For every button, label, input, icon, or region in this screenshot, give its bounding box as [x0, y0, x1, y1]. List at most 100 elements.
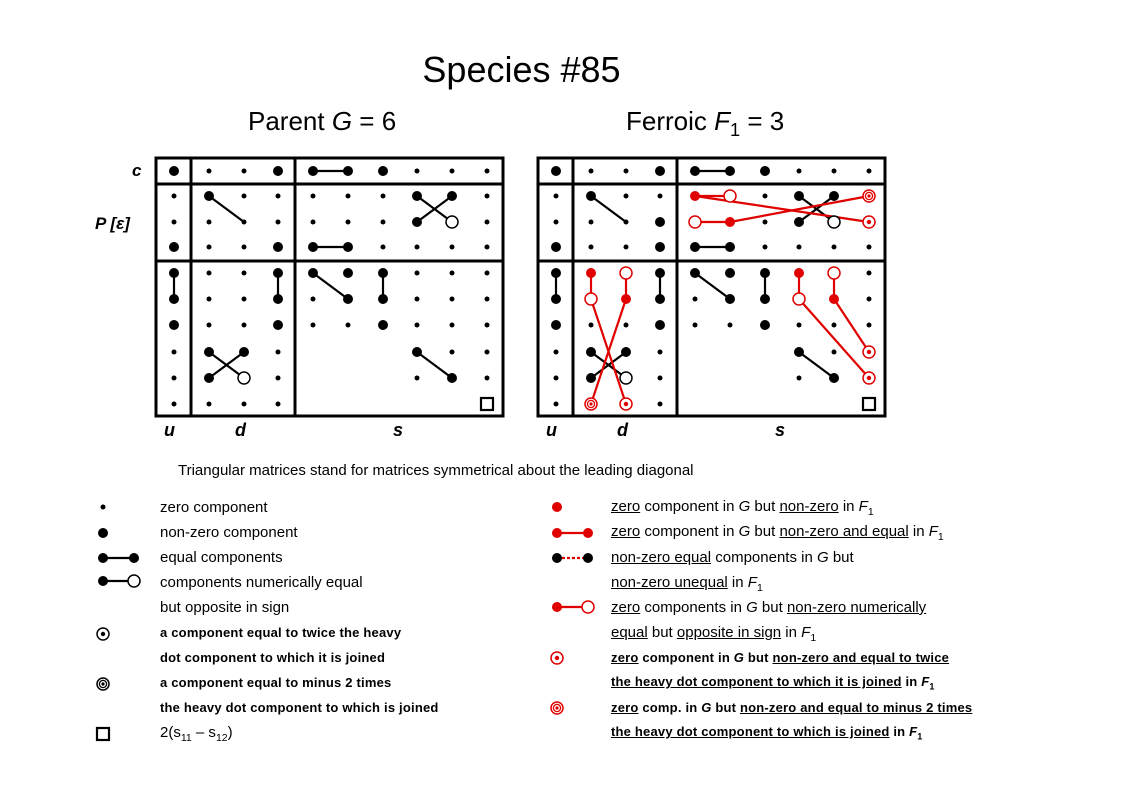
parent-dot-r8-c2: [237, 371, 251, 385]
parent-dot-r0-c4: [308, 166, 318, 176]
legend-minus2-2: the heavy dot component to which is join…: [160, 700, 439, 715]
legend-r2: zero component in G but non-zero and equ…: [611, 523, 944, 543]
parent-dot-r5-c6: [378, 294, 388, 304]
parent-dot-r2-c2: [241, 219, 247, 225]
ferroic-dot-r0-c0: [551, 166, 561, 176]
parent-dot-r7-c3: [275, 349, 281, 355]
parent-dot-r6-c0: [169, 320, 179, 330]
ferroic-dot-r3-c3: [655, 242, 665, 252]
ferroic-dot-r0-c2: [623, 168, 629, 174]
ferroic-dot-r8-c1: [586, 373, 596, 383]
parent-dot-r4-c8: [449, 270, 455, 276]
caption: Triangular matrices stand for matrices s…: [178, 462, 694, 479]
parent-dot-r1-c0: [171, 193, 177, 199]
legend-opposite-2: but opposite in sign: [160, 599, 290, 616]
parent-dot-r9-c1: [206, 401, 212, 407]
parent-dot-r5-c1: [206, 296, 212, 302]
ferroic-dot-r2-c9-center: [866, 219, 872, 225]
parent-dot-r2-c1: [206, 219, 212, 225]
parent-dot-r2-c7: [412, 217, 422, 227]
parent-dot-r8-c8: [447, 373, 457, 383]
ferroic-dot-r9-c0: [553, 401, 559, 407]
ferroic-dot-r7-c8: [831, 349, 837, 355]
parent-dot-r5-c9: [484, 296, 490, 302]
parent-dot-r4-c6: [378, 268, 388, 278]
parent-dot-r9-c0: [171, 401, 177, 407]
parent-dot-r4-c2: [241, 270, 247, 276]
legend-zero-dot-icon: [100, 504, 106, 510]
parent-dot-r2-c6: [380, 219, 386, 225]
parent-dot-r0-c3: [273, 166, 283, 176]
parent-dot-r6-c6: [378, 320, 388, 330]
ferroic-dot-r3-c7: [796, 244, 802, 250]
ferroic-matrix: [536, 156, 887, 418]
parent-dot-r4-c5: [343, 268, 353, 278]
ferroic-dot-r1-c3: [657, 193, 663, 199]
parent-dot-r1-c2: [241, 193, 247, 199]
legend-nonzero-dot-icon: [98, 528, 108, 538]
ferroic-dot-r0-c1: [588, 168, 594, 174]
ferroic-dot-r3-c1: [588, 244, 594, 250]
ferroic-dot-r1-c2: [623, 193, 629, 199]
ferroic-dot-r2-c5: [725, 217, 735, 227]
parent-dot-r1-c3: [275, 193, 281, 199]
parent-dot-r7-c2: [239, 347, 249, 357]
parent-dot-r4-c9: [484, 270, 490, 276]
ferroic-dot-r1-c0: [553, 193, 559, 199]
parent-dot-r1-c8: [447, 191, 457, 201]
col-label-u-left: u: [164, 420, 175, 440]
ferroic-dot-r8-c8: [829, 373, 839, 383]
ferroic-dot-r4-c8: [827, 266, 841, 280]
parent-dot-r0-c8: [449, 168, 455, 174]
parent-matrix: [154, 156, 505, 418]
parent-dot-r6-c3: [273, 320, 283, 330]
parent-dot-r8-c3: [275, 375, 281, 381]
parent-dot-r7-c7: [412, 347, 422, 357]
parent-dot-r3-c4: [308, 242, 318, 252]
ferroic-dot-r5-c4: [692, 296, 698, 302]
parent-dot-r6-c4: [310, 322, 316, 328]
ferroic-dot-r1-c5: [723, 189, 737, 203]
parent-dot-r5-c3: [273, 294, 283, 304]
legend-r6a: zero comp. in G but non-zero and equal t…: [611, 700, 973, 715]
ferroic-dot-r7-c7: [794, 347, 804, 357]
ferroic-dot-r2-c3: [655, 217, 665, 227]
square-marker-right: [861, 396, 877, 412]
row-label-c: c: [132, 161, 142, 180]
ferroic-dot-r4-c0: [551, 268, 561, 278]
col-label-d-right: d: [617, 420, 628, 440]
parent-dot-r4-c0: [169, 268, 179, 278]
ferroic-dot-r6-c9: [866, 322, 872, 328]
legend-r5b: the heavy dot component to which it is j…: [611, 674, 935, 692]
ferroic-dot-r2-c8: [827, 215, 841, 229]
legend-square: 2(s11 – s12): [160, 724, 233, 744]
parent-dot-r3-c3: [273, 242, 283, 252]
legend-r3a: non-zero equal components in G but: [611, 549, 854, 566]
ferroic-dot-r4-c5: [725, 268, 735, 278]
legend-r5a: zero component in G but non-zero and equ…: [611, 650, 950, 665]
ferroic-dot-r2-c6: [762, 219, 768, 225]
parent-dot-r8-c9: [484, 375, 490, 381]
ferroic-dot-r9-c2-center: [623, 401, 629, 407]
ferroic-dot-r1-c1: [586, 191, 596, 201]
ferroic-dot-r4-c9: [866, 270, 872, 276]
parent-dot-r3-c9: [484, 244, 490, 250]
parent-dot-r5-c8: [449, 296, 455, 302]
ferroic-dot-r2-c7: [794, 217, 804, 227]
ferroic-dot-r6-c1: [588, 322, 594, 328]
legend-equal: equal components: [160, 549, 283, 566]
ferroic-dot-r1-c7: [794, 191, 804, 201]
parent-heading: Parent G = 6: [248, 106, 397, 136]
parent-dot-r2-c4: [310, 219, 316, 225]
ferroic-dot-r8-c2: [619, 371, 633, 385]
parent-dot-r7-c8: [449, 349, 455, 355]
legend-zero: zero component: [160, 499, 268, 516]
ferroic-dot-r6-c5: [727, 322, 733, 328]
ferroic-dot-r2-c2: [623, 219, 629, 225]
ferroic-dot-r5-c3: [655, 294, 665, 304]
ferroic-heading: Ferroic F1 = 3: [626, 106, 785, 141]
ferroic-dot-r4-c4: [690, 268, 700, 278]
parent-dot-r6-c9: [484, 322, 490, 328]
parent-dot-r3-c2: [241, 244, 247, 250]
